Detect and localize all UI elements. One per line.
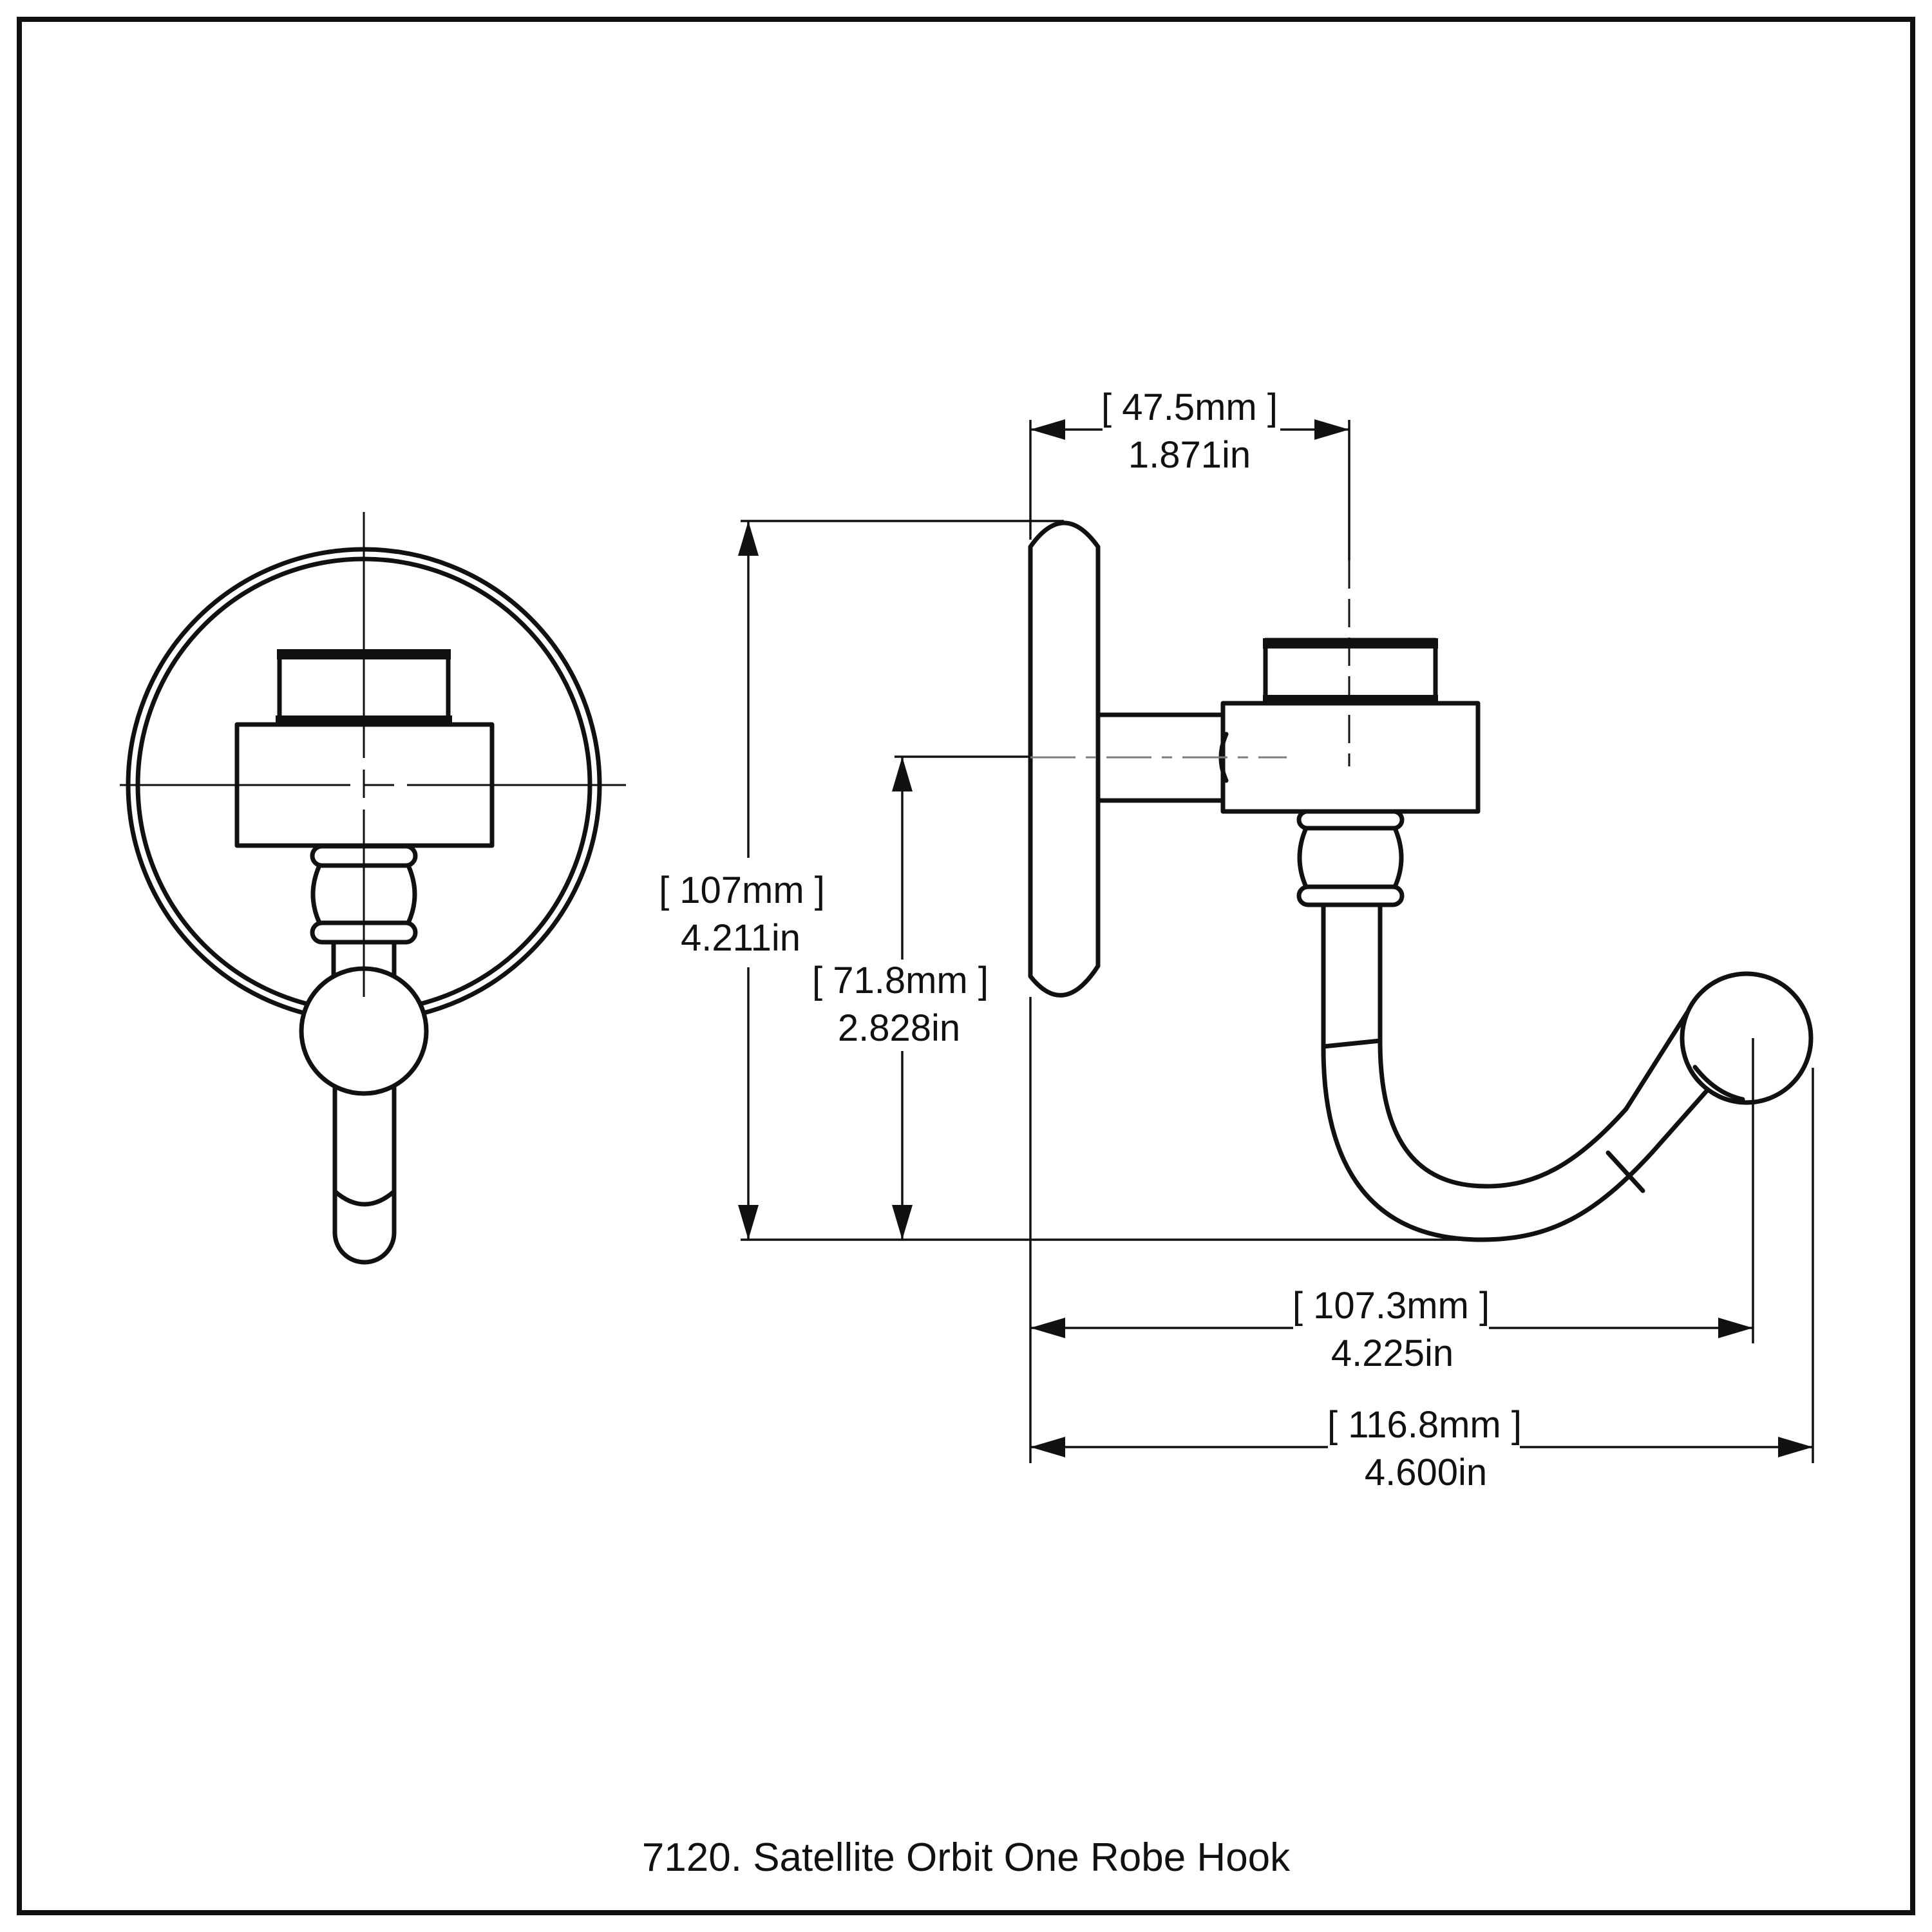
front-view: [120, 512, 626, 1265]
arrow-left-icon: [1030, 1437, 1065, 1457]
arrow-left-icon: [1030, 419, 1065, 440]
arrow-down-icon: [892, 1205, 913, 1240]
hook-neck-joint-line: [1605, 1150, 1645, 1193]
dimension-metric-label: [ 107mm ]: [659, 869, 825, 911]
dimension-projection: [ 47.5mm ] 1.871in: [1029, 386, 1350, 560]
hook-tube-joint-line: [332, 1189, 397, 1207]
collar-top-flange-side: [1296, 809, 1405, 831]
dimension-imperial-label: 4.600in: [1365, 1452, 1487, 1493]
hook-tip-front: [332, 1230, 397, 1265]
dimension-overall-height: [ 107mm ] 4.211in: [659, 520, 1504, 1241]
arrow-right-icon: [1778, 1437, 1813, 1457]
cap-side: [1263, 638, 1438, 705]
stem-joint-line: [1321, 1038, 1383, 1049]
collar-bottom-flange-side: [1296, 884, 1405, 907]
dimension-metric-label: [ 47.5mm ]: [1101, 386, 1278, 428]
dimension-imperial-label: 4.211in: [681, 917, 800, 959]
dimension-metric-label: [ 71.8mm ]: [812, 960, 989, 1001]
dimension-center-drop: [ 71.8mm ] 2.828in: [812, 755, 1028, 1240]
arrow-up-icon: [738, 521, 759, 556]
dimension-overall-reach: [ 116.8mm ] 4.600in: [1030, 1068, 1814, 1493]
side-view: [1028, 520, 1814, 1242]
dimension-reach-ball-center: [ 107.3mm ] 4.225in: [1029, 997, 1754, 1463]
dimension-imperial-label: 2.828in: [838, 1007, 960, 1049]
arrow-down-icon: [738, 1205, 759, 1240]
dimension-metric-label: [ 107.3mm ]: [1293, 1285, 1490, 1327]
collar-barrel-side: [1297, 826, 1404, 889]
wall-plate-side: [1028, 520, 1101, 998]
arrow-right-icon: [1718, 1318, 1753, 1338]
dimension-imperial-label: 1.871in: [1128, 434, 1251, 476]
ball-side: [1680, 971, 1814, 1105]
dimension-imperial-label: 4.225in: [1331, 1332, 1454, 1374]
caption: 7120. Satellite Orbit One Robe Hook: [642, 1835, 1291, 1880]
dimension-metric-label: [ 116.8mm ]: [1327, 1404, 1522, 1446]
hook-inner-curve: [1378, 1003, 1694, 1189]
ball-neck-junction-arc: [1692, 1065, 1745, 1102]
arrow-up-icon: [892, 757, 913, 791]
arrow-left-icon: [1030, 1318, 1065, 1338]
arrow-right-icon: [1314, 419, 1349, 440]
page-border: [17, 17, 1915, 1915]
